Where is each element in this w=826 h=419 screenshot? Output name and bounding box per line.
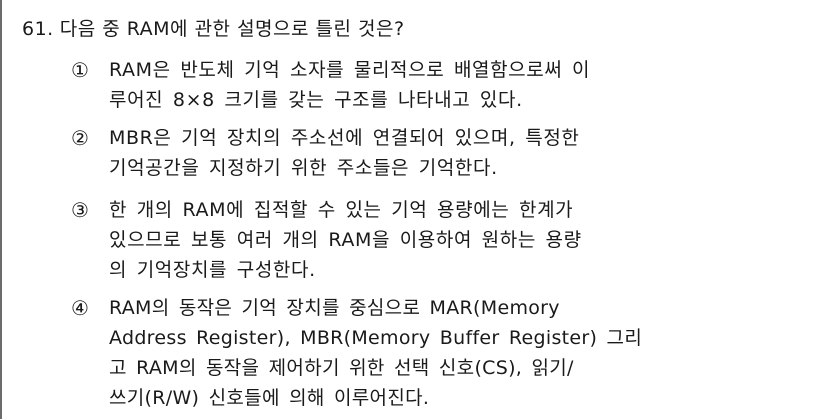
question-number: 61.: [22, 18, 54, 40]
option-4-marker: ④: [71, 296, 89, 320]
option-4-line-2: Address Register), MBR(Memory Buffer Reg…: [109, 327, 643, 349]
option-2-line-2: 기억공간을 지정하기 위한 주소들은 기억한다.: [109, 157, 498, 179]
option-3-line-3: 의 기억장치를 구성한다.: [109, 259, 316, 281]
option-4-line-1: RAM의 동작은 기억 장치를 중심으로 MAR(Memory: [109, 297, 560, 319]
option-1-line-2: 루어진 8×8 크기를 갖는 구조를 나타내고 있다.: [109, 89, 523, 111]
option-1: ① RAM은 반도체 기억 소자를 물리적으로 배열함으로써 이 루어진 8×8…: [71, 55, 590, 115]
option-4-line-3: 고 RAM의 동작을 제어하기 위한 선택 신호(CS), 읽기/: [109, 357, 574, 379]
option-2-marker: ②: [71, 126, 89, 150]
option-4: ④ RAM의 동작은 기억 장치를 중심으로 MAR(Memory Addres…: [71, 293, 642, 413]
question-stem: 61.다음 중 RAM에 관한 설명으로 틀린 것은?: [22, 14, 405, 44]
option-2: ② MBR은 기억 장치의 주소선에 연결되어 있으며, 특정한 기억공간을 지…: [71, 123, 579, 183]
option-3-line-1: 한 개의 RAM에 집적할 수 있는 기억 용량에는 한계가: [109, 199, 574, 221]
option-1-marker: ①: [71, 58, 89, 82]
option-4-line-4: 쓰기(R/W) 신호들에 의해 이루어진다.: [109, 387, 430, 409]
option-3-marker: ③: [71, 198, 89, 222]
question-text: 다음 중 RAM에 관한 설명으로 틀린 것은?: [59, 18, 405, 40]
option-2-line-1: MBR은 기억 장치의 주소선에 연결되어 있으며, 특정한: [109, 127, 580, 149]
option-3-line-2: 있으므로 보통 여러 개의 RAM을 이용하여 원하는 용량: [109, 229, 582, 251]
option-1-line-1: RAM은 반도체 기억 소자를 물리적으로 배열함으로써 이: [109, 59, 591, 81]
option-3: ③ 한 개의 RAM에 집적할 수 있는 기억 용량에는 한계가 있으므로 보통…: [71, 195, 581, 285]
left-border: [0, 0, 2, 419]
